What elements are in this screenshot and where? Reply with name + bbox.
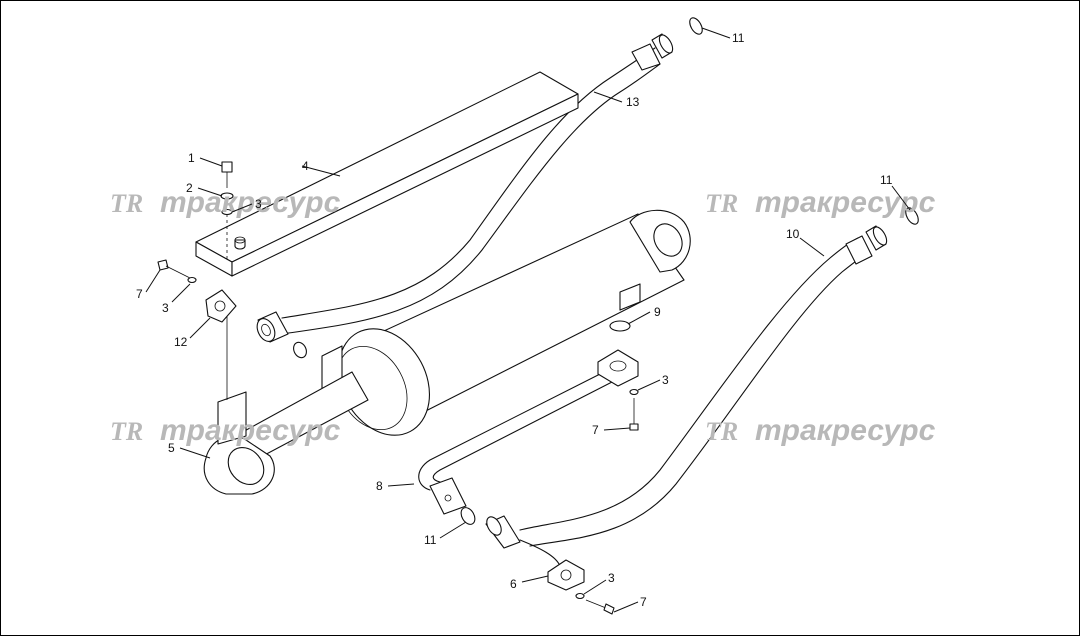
- washer-3-bottom: [575, 592, 585, 600]
- tube-8: [418, 369, 613, 515]
- callout-2: 2: [186, 181, 193, 195]
- watermark-text: тракресурс: [160, 414, 341, 447]
- callout-7: 7: [136, 287, 143, 301]
- watermark-text: тракресурс: [755, 186, 936, 219]
- callout-11: 11: [732, 31, 745, 45]
- callout-9: 9: [654, 305, 661, 319]
- callout-6: 6: [510, 577, 517, 591]
- washer-3-left: [187, 276, 197, 284]
- bolt-7-bottom: [585, 599, 615, 615]
- callout-10: 10: [786, 227, 800, 241]
- callout-labels: 1 2 3 3 3 3 4 5 6 7 7 7 8 9 10 11 11 11 …: [136, 31, 893, 609]
- callout-7: 7: [640, 595, 647, 609]
- watermark-top-right: TR тракресурс: [705, 186, 936, 219]
- callout-12: 12: [174, 335, 188, 349]
- hose-10: [485, 225, 888, 567]
- o-ring-9: [609, 320, 631, 332]
- leader-lines: [145, 27, 911, 613]
- bolt-7-left: [157, 259, 191, 279]
- o-ring-11-right: [905, 207, 919, 225]
- callout-1: 1: [188, 151, 195, 165]
- callout-4: 4: [302, 159, 309, 173]
- callout-5: 5: [168, 441, 175, 455]
- watermark-top-left: TR тракресурс: [110, 186, 341, 219]
- callout-3: 3: [162, 301, 169, 315]
- watermark-text: тракресурс: [755, 414, 936, 447]
- guard-4: [195, 71, 579, 277]
- callout-3: 3: [662, 373, 669, 387]
- callout-8: 8: [376, 479, 383, 493]
- watermark-text: тракресурс: [160, 186, 341, 219]
- o-ring-mid-left: [293, 341, 307, 359]
- callout-11: 11: [424, 533, 437, 547]
- bolt-1: [221, 161, 233, 188]
- callout-11: 11: [880, 173, 893, 187]
- callout-13: 13: [626, 95, 640, 109]
- bolt-7-mid: [629, 398, 639, 431]
- flange-12: [205, 289, 237, 323]
- flange-6: [547, 559, 585, 591]
- watermark-logo: TR: [705, 189, 738, 218]
- callout-3: 3: [608, 571, 615, 585]
- hydraulic-cylinder: [203, 209, 691, 495]
- watermark-logo: TR: [110, 417, 143, 446]
- watermark-bottom-right: TR тракресурс: [705, 414, 936, 447]
- mounting-bracket: [217, 306, 247, 445]
- flange-tube-8-top: [597, 349, 639, 387]
- washer-3-right: [629, 388, 639, 396]
- hose-13: [256, 33, 674, 343]
- watermark-logo: TR: [705, 417, 738, 446]
- watermark-bottom-left: TR тракресурс: [110, 414, 341, 447]
- o-ring-11-top: [689, 17, 703, 35]
- callout-3: 3: [255, 197, 262, 211]
- callout-7: 7: [592, 423, 599, 437]
- watermark-logo: TR: [110, 189, 143, 218]
- o-ring-11-lower: [460, 507, 476, 525]
